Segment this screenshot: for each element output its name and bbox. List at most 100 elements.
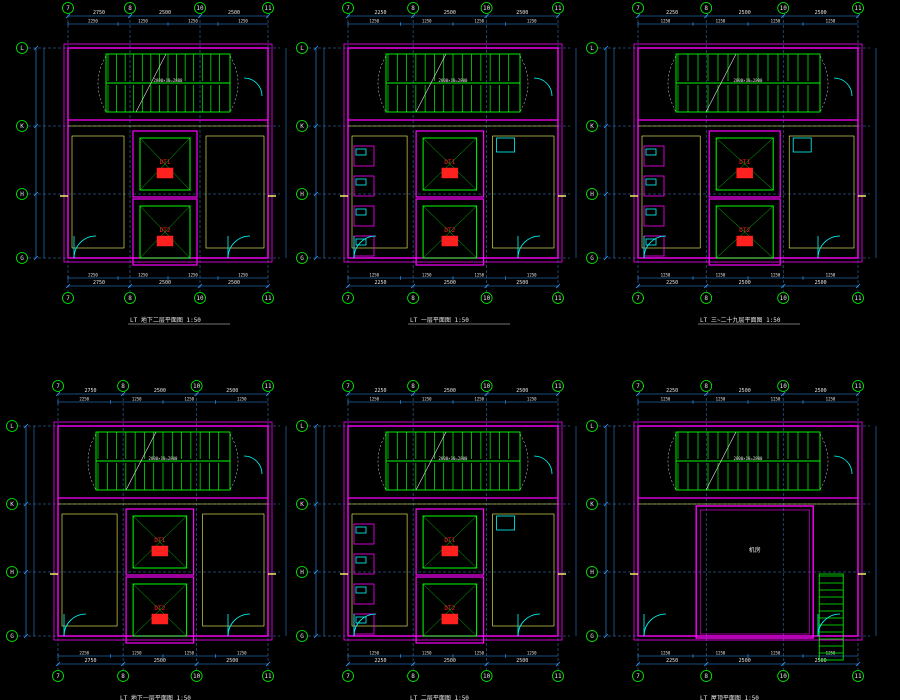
stair-dimension-note: 2800×10=2800 (439, 456, 468, 461)
door-swing (517, 613, 541, 637)
dimension-text: 1250 (138, 273, 148, 278)
grid-column-label: 11 (554, 5, 562, 12)
grid-row-label: G (590, 633, 594, 640)
elevator-car-diagonal (132, 515, 187, 569)
stair-break-line (125, 431, 157, 491)
elevator-car (132, 515, 188, 569)
lobby-room (351, 135, 408, 249)
grid-bubble (6, 566, 18, 578)
grid-bubble (852, 670, 864, 682)
grid-column-label: 10 (196, 295, 204, 302)
dimension-tick (410, 283, 416, 289)
dimension-tick (703, 661, 709, 667)
elevator-car-diagonal (422, 205, 477, 259)
side-room (205, 135, 265, 249)
dimension-text: 1250 (474, 397, 484, 402)
dimension-text: 1250 (184, 397, 194, 402)
dimension-text: 2500 (159, 10, 171, 16)
dimension-tick (345, 13, 351, 19)
grid-bubble (342, 380, 354, 392)
lobby-room (61, 513, 118, 627)
dimension-tick (780, 283, 786, 289)
elevator-car-diagonal (422, 515, 477, 569)
grid-bubble (262, 670, 274, 682)
dimension-tick (345, 391, 351, 397)
dimension-text: 1250 (716, 273, 726, 278)
caption-scale: 1:50 (454, 317, 469, 324)
grid-column-label: 11 (554, 673, 562, 680)
dimension-text: 2250 (666, 10, 678, 16)
dimension-tick (265, 391, 271, 397)
small-room (353, 553, 375, 575)
grid-column-label: 7 (66, 295, 70, 302)
elevator-car-diagonal (139, 205, 191, 259)
grid-row-label: G (300, 255, 304, 262)
dimension-text: 2750 (85, 388, 97, 394)
small-room (643, 175, 665, 197)
grid-bubble (194, 292, 206, 304)
dimension-tick (603, 45, 609, 51)
dimension-text: 1250 (474, 651, 484, 656)
grid-row-label: G (590, 255, 594, 262)
landing-arc (819, 55, 829, 113)
dimension-text: 1250 (422, 19, 432, 24)
grid-bubble (117, 380, 129, 392)
dimension-tick (603, 633, 609, 639)
grid-row-label: K (590, 501, 594, 508)
grid-bubble (262, 2, 274, 14)
dimension-tick (197, 283, 203, 289)
grid-column-label: 10 (196, 5, 204, 12)
stair-flight: 2800×10=2800 (667, 431, 829, 491)
dimension-text: 2500 (739, 10, 751, 16)
stair-break-line (705, 431, 737, 491)
dimension-tick (33, 45, 39, 51)
caption-scale: 1:50 (766, 317, 781, 324)
caption-code: LT (410, 317, 421, 324)
grid-bubble (190, 670, 203, 682)
dimension-tick (313, 569, 319, 575)
grid-column-label: 7 (636, 5, 640, 12)
dimension-tick (313, 501, 319, 507)
elevator-label-block (736, 167, 753, 179)
grid-bubble (407, 380, 420, 392)
elevator-label-block (151, 545, 169, 557)
dimension-text: 2500 (516, 658, 528, 664)
grid-bubble (342, 670, 354, 682)
dimension-text: 2750 (85, 658, 97, 664)
door-swing (243, 455, 263, 475)
grid-column-label: 7 (66, 5, 70, 12)
dimension-text: 1250 (237, 651, 247, 656)
elevator-shaft-wall (708, 130, 781, 198)
elevator-label: DT1 (444, 159, 455, 166)
dimension-tick (635, 13, 641, 19)
stair-flight: 2800×10=2800 (97, 53, 239, 113)
dimension-text: 2250 (666, 280, 678, 286)
elevator-car-diagonal (422, 137, 477, 191)
elevator-label-block (441, 167, 459, 179)
door-leaf (355, 616, 367, 624)
grid-bubble (262, 292, 274, 304)
door-leaf (645, 208, 657, 216)
grid-column-label: 11 (554, 383, 562, 390)
elevator-shaft-wall (132, 198, 198, 266)
dimension-text: 2250 (375, 388, 387, 394)
door-leaf (355, 586, 367, 594)
lobby-room (71, 135, 125, 249)
grid-column-label: 7 (346, 295, 350, 302)
door-swing (227, 235, 251, 259)
caption-title: 地下一层平面图 (131, 694, 177, 700)
stair-dimension-note: 2800×10=2800 (149, 456, 178, 461)
grid-bubble (777, 380, 790, 392)
grid-column-label: 11 (264, 673, 272, 680)
door-leaf (355, 526, 367, 534)
caption-code: LT (700, 695, 711, 700)
grid-column-label: 8 (121, 383, 125, 390)
exterior-wall-outline (343, 43, 563, 263)
landing-arc (377, 55, 387, 113)
grid-bubble (407, 2, 420, 14)
elevator-label-block (441, 545, 459, 557)
dimension-text: 2250 (375, 658, 387, 664)
grid-bubble (296, 420, 308, 432)
